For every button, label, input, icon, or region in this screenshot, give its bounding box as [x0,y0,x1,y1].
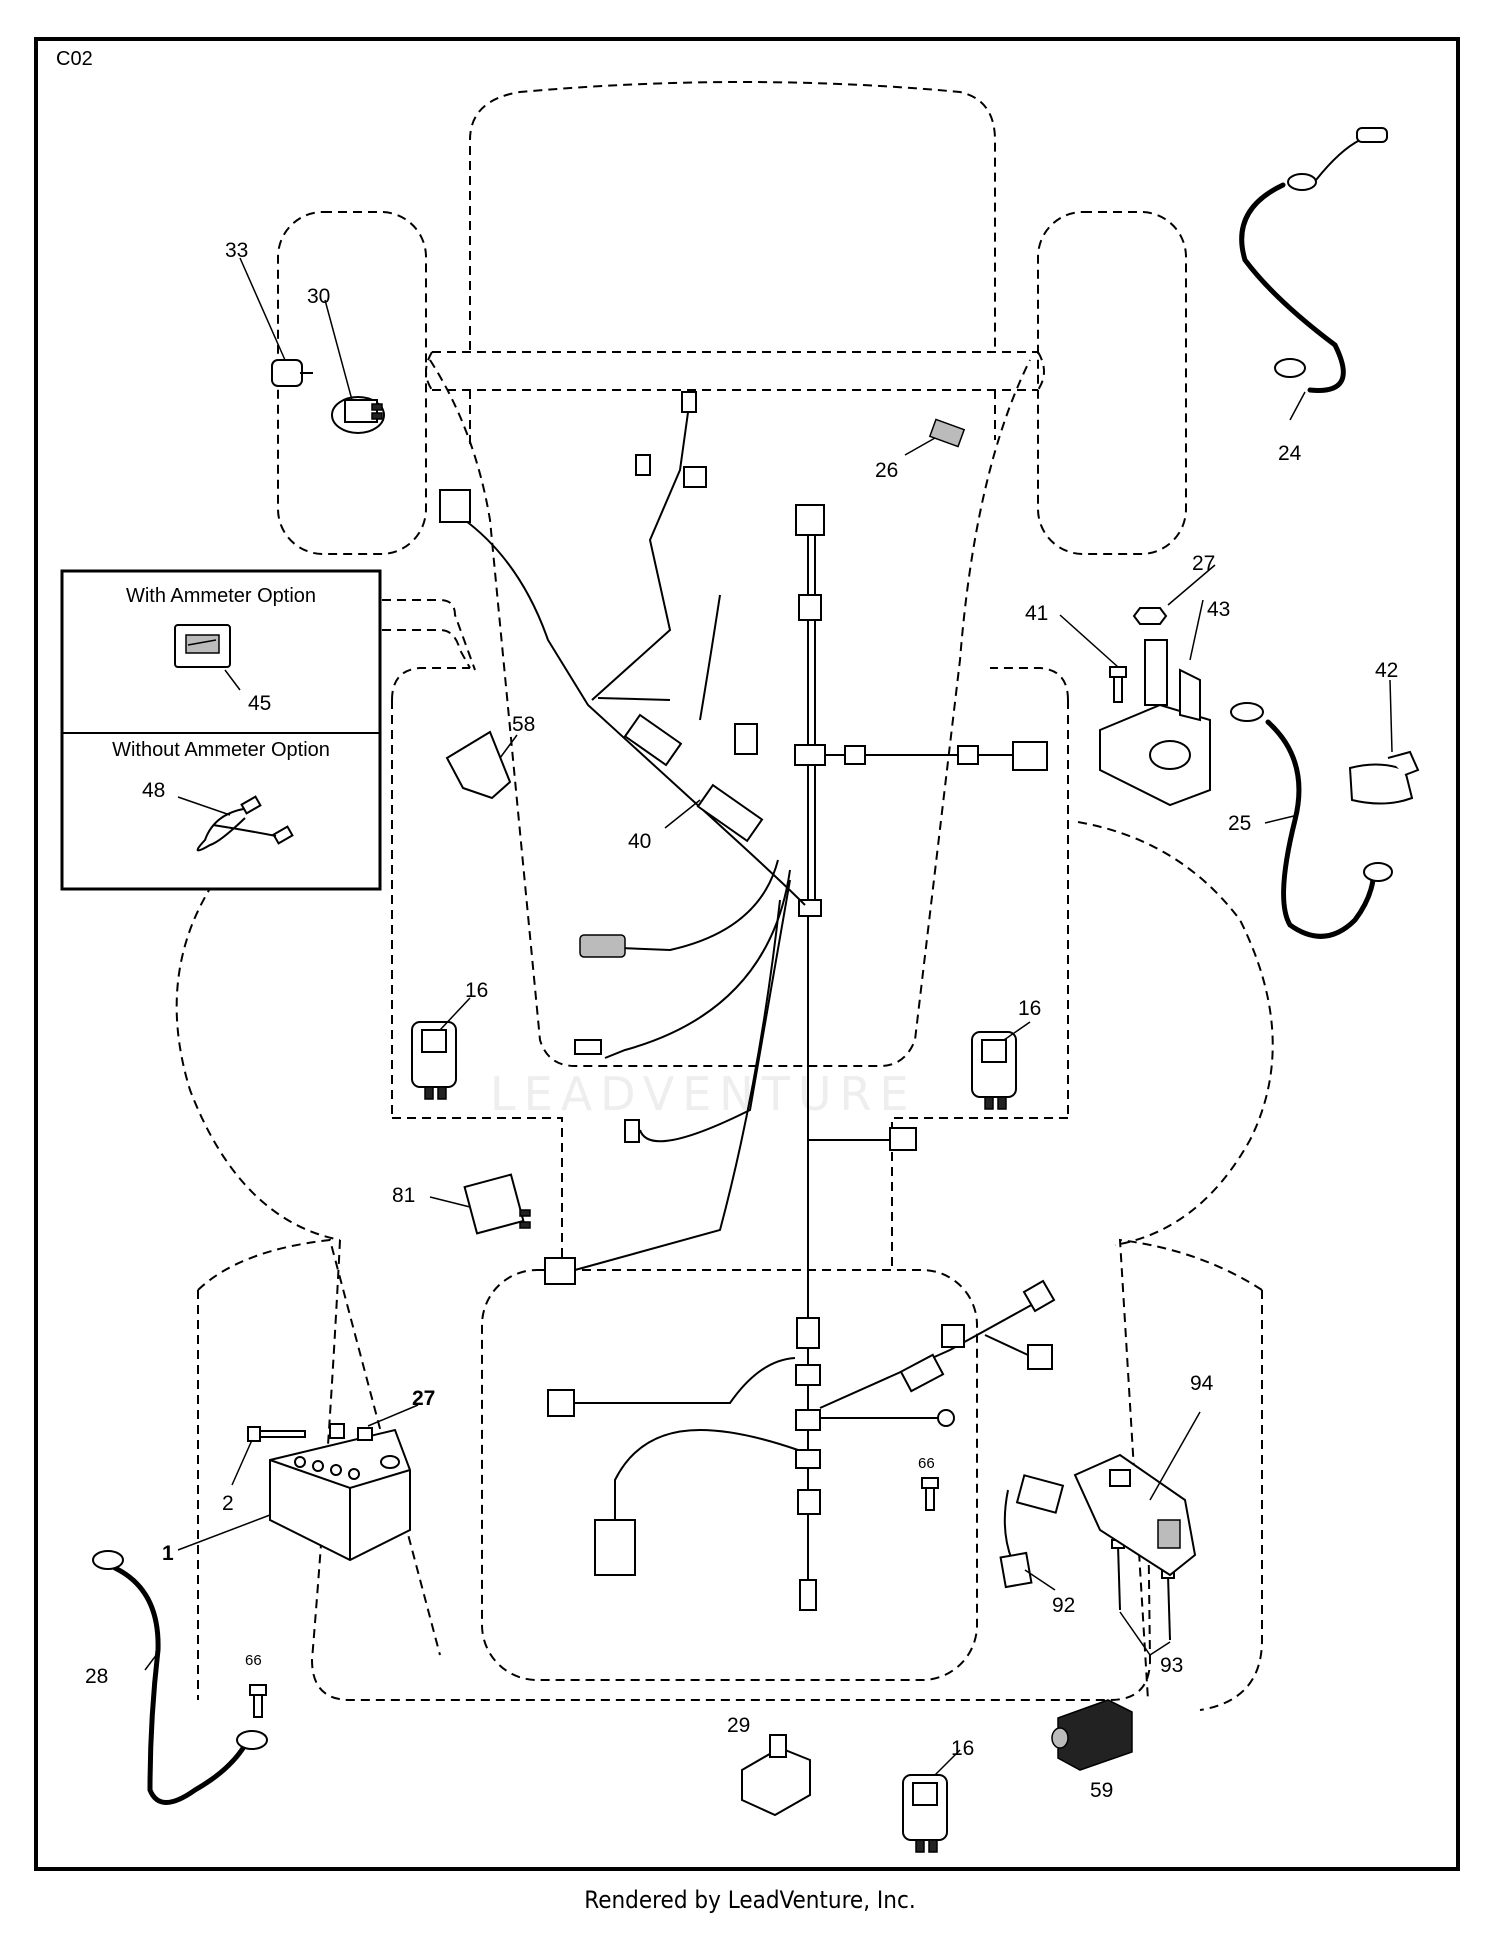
harness-plug-lower [594,1519,636,1576]
battery-nut-part-27 [329,1423,373,1441]
callout-66-right: 66 [918,1455,935,1472]
harness-connector-top [795,504,825,536]
callout-40: 40 [628,830,651,853]
callout-2: 2 [222,1492,234,1515]
callout-16-left: 16 [465,979,488,1002]
callout-27-battery: 27 [412,1387,435,1410]
callout-92: 92 [1052,1594,1075,1617]
main-wiring-harness [439,391,1056,1611]
screw-part-66-right [921,1477,939,1511]
bolt-part-41 [1109,666,1127,703]
callout-41: 41 [1025,602,1048,625]
switch-part-16-bottom [902,1774,948,1853]
callout-94: 94 [1190,1372,1214,1395]
switch-part-16-right [971,1031,1017,1110]
callout-26: 26 [875,459,898,482]
callout-numbers: 33 30 26 24 27 43 41 42 25 58 40 16 16 1… [85,239,1398,1802]
key-part-33 [271,359,313,387]
switch-part-29 [741,1734,811,1817]
callout-93: 93 [1160,1654,1183,1677]
callout-16-bottom: 16 [951,1737,974,1760]
diagram-frame [34,37,1460,1871]
battery-cable-part-28 [92,1550,268,1805]
module-part-58 [445,730,512,800]
callout-43: 43 [1207,598,1230,621]
callout-25: 25 [1228,812,1251,835]
harness-connector-ignition [439,489,471,523]
ignition-switch-part-30 [331,396,385,434]
ammeter-part-45 [174,624,231,668]
callout-24: 24 [1278,442,1302,465]
battery-cable-part-25 [1230,702,1393,939]
ammeter-option-box: With Ammeter Option Without Ammeter Opti… [60,569,382,891]
footer-credit: Rendered by LeadVenture, Inc. [584,1886,916,1914]
callout-16-right: 16 [1018,997,1041,1020]
callout-58: 58 [512,713,535,736]
callout-29: 29 [727,1714,750,1737]
fuse-part-26 [928,418,966,448]
harness-sleeve [798,594,822,621]
harness-part-92 [999,1474,1065,1589]
harness-connector-right [1012,741,1048,771]
switch-part-16-left [411,1021,457,1100]
watermark: LEADVENTURE [490,1067,917,1121]
module-part-59 [1051,1699,1133,1771]
relay-part-81 [463,1173,531,1235]
callout-48: 48 [142,779,165,802]
callout-66-left: 66 [245,1652,262,1669]
callout-42: 42 [1375,659,1398,682]
with-ammeter-label: With Ammeter Option [126,585,316,607]
screw-part-66-left [249,1684,267,1718]
solenoid-part-43 [1099,639,1211,807]
callout-59: 59 [1090,1779,1113,1802]
ground-cable-part-24 [1239,127,1388,393]
callout-81: 81 [392,1184,415,1207]
nut-part-27-top [1132,607,1168,625]
callout-33: 33 [225,239,248,262]
battery-bolt-part-2 [247,1426,306,1442]
callout-30: 30 [307,285,330,308]
callout-27-top: 27 [1192,552,1215,575]
terminal-boot-part-42 [1348,750,1420,805]
callout-1: 1 [162,1542,174,1565]
diagram-code: C02 [56,48,93,70]
callout-45: 45 [248,692,271,715]
without-ammeter-label: Without Ammeter Option [112,739,330,761]
callout-28: 28 [85,1665,108,1688]
battery-part-1 [269,1428,411,1562]
switch-part-94 [1073,1453,1197,1577]
tractor-outline [175,81,1274,1711]
jumper-wire-part-48 [196,795,294,852]
